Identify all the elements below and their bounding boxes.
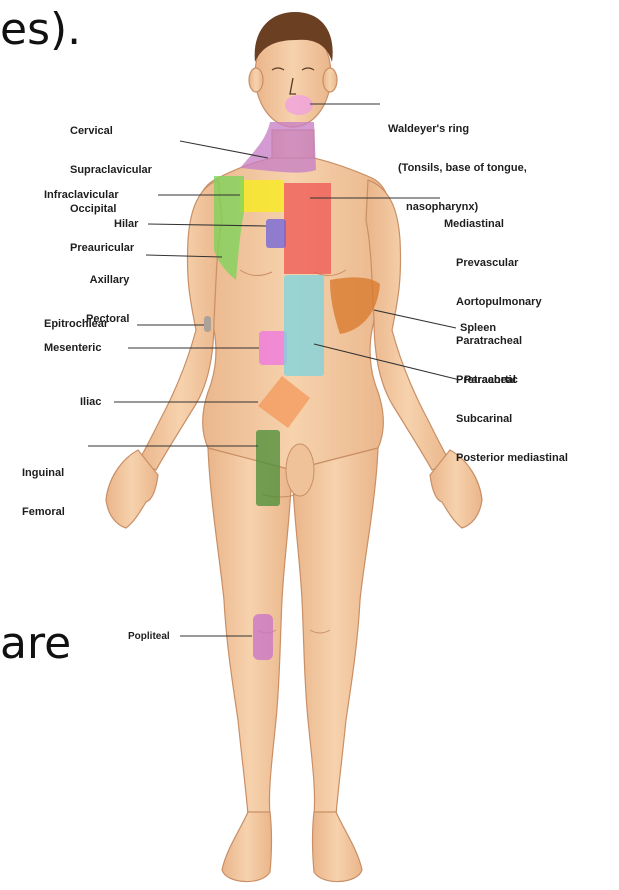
label-inguinal-line: Inguinal xyxy=(22,467,65,480)
label-hilar: Hilar xyxy=(114,218,138,231)
region-hilar xyxy=(266,219,286,248)
right-leg xyxy=(292,448,378,815)
region-infraclavicular xyxy=(240,180,284,212)
label-axillary: Axillary Pectoral xyxy=(86,248,129,352)
label-occipital-line: Occipital xyxy=(70,203,152,216)
label-mesenteric: Mesenteric xyxy=(44,342,101,355)
label-epitrochlear: Epitrochlear xyxy=(44,318,108,331)
right-foot xyxy=(313,812,363,882)
label-iliac: Iliac xyxy=(80,396,101,409)
label-inguinal: Inguinal Femoral xyxy=(22,441,65,545)
label-mediastinal: Mediastinal Prevascular Aortopulmonary P… xyxy=(444,192,568,491)
label-subcarinal-line: Subcarinal xyxy=(444,413,568,426)
right-ear xyxy=(323,68,337,92)
region-cervical xyxy=(240,122,316,173)
region-mediastinal xyxy=(284,183,331,274)
label-supraclavicular-line: Supraclavicular xyxy=(70,164,152,177)
label-femoral-line: Femoral xyxy=(22,506,65,519)
label-prevascular-line: Prevascular xyxy=(444,257,568,270)
label-paraaortic: Paraaortic xyxy=(464,374,518,387)
label-paratracheal-line: Paratracheal xyxy=(444,335,568,348)
label-popliteal: Popliteal xyxy=(128,630,170,643)
region-inguinal xyxy=(256,430,280,506)
region-popliteal xyxy=(253,614,273,660)
label-spleen: Spleen xyxy=(460,322,496,335)
label-waldeyer-line2: (Tonsils, base of tongue, xyxy=(388,162,527,175)
label-axillary-line: Axillary xyxy=(86,274,129,287)
region-mesenteric xyxy=(259,331,287,365)
label-waldeyer-line1: Waldeyer's ring xyxy=(388,123,527,136)
label-infraclavicular: Infraclavicular xyxy=(44,189,119,202)
left-foot xyxy=(222,812,272,882)
region-epitrochlear xyxy=(204,316,211,332)
left-ear xyxy=(249,68,263,92)
label-posterior-mediastinal-line: Posterior mediastinal xyxy=(444,452,568,465)
region-paraaortic xyxy=(284,275,324,376)
region-waldeyer xyxy=(285,95,313,115)
label-cervical-line: Cervical xyxy=(70,125,152,138)
label-mediastinal-line: Mediastinal xyxy=(444,218,568,231)
label-aortopulmonary-line: Aortopulmonary xyxy=(444,296,568,309)
